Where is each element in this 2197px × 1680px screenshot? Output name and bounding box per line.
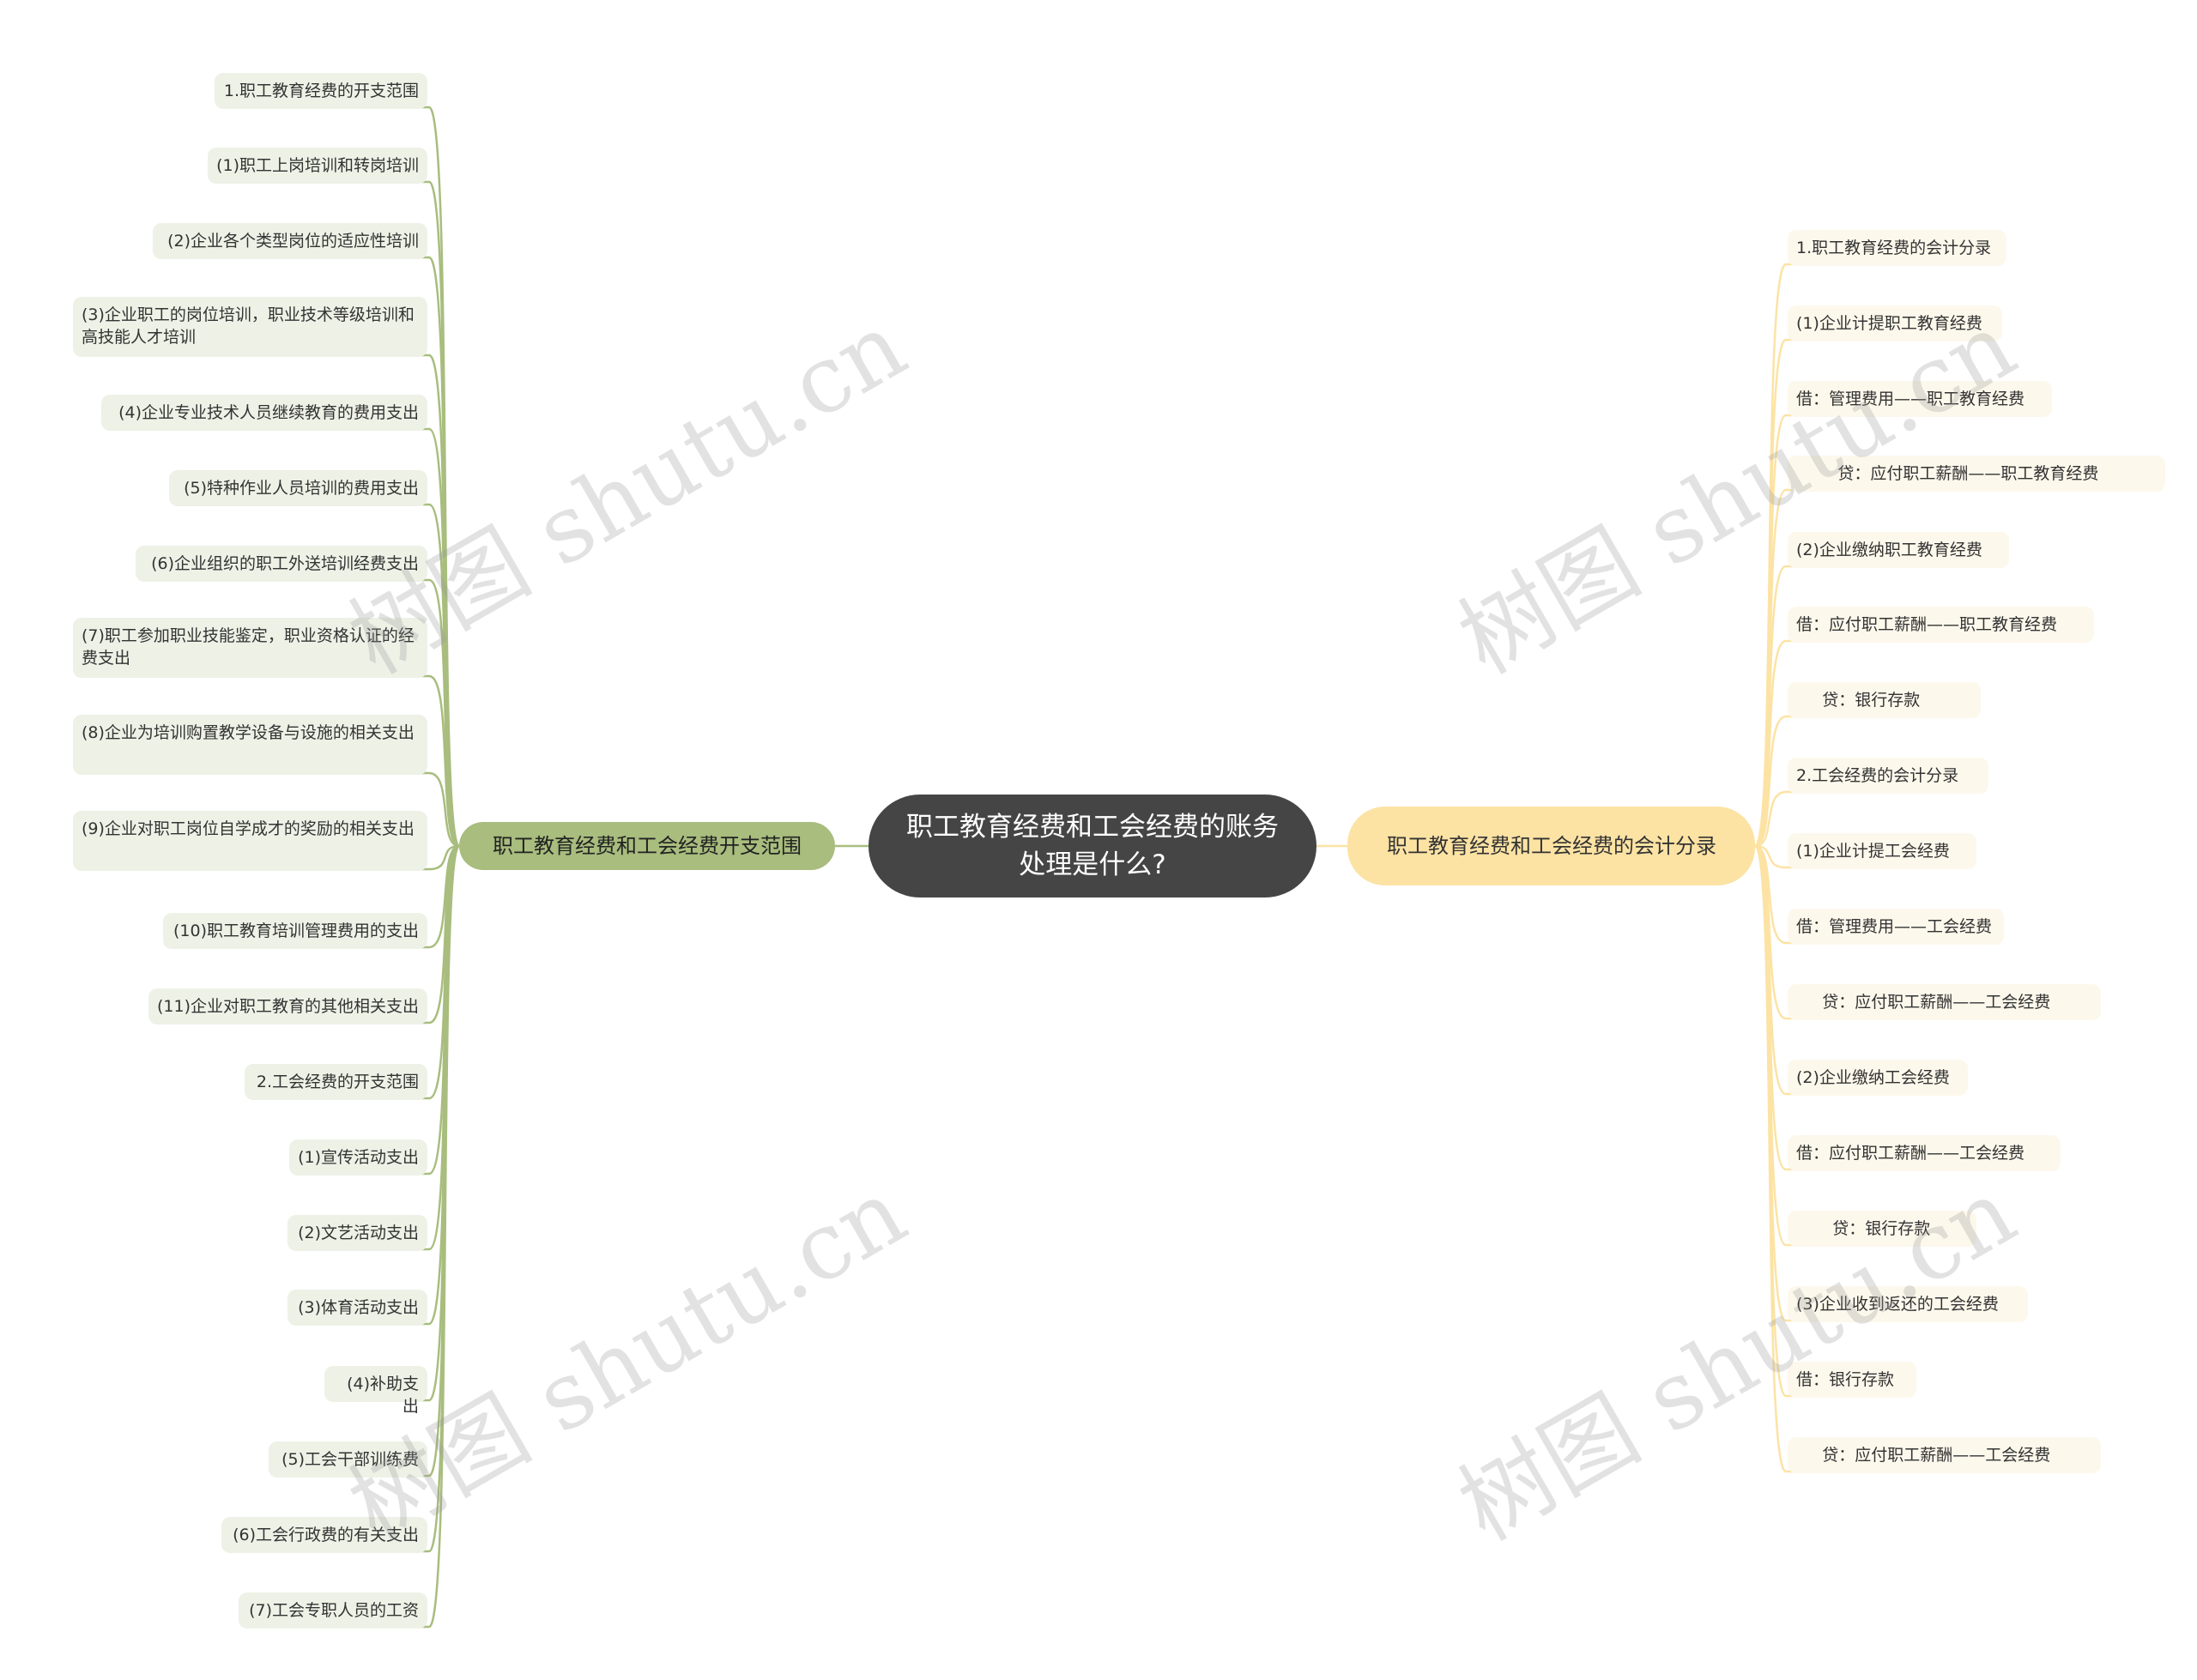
entry-leaf[interactable]: 贷：银行存款 bbox=[1788, 1211, 1976, 1247]
entry-leaf[interactable]: 借：应付职工薪酬——职工教育经费 bbox=[1788, 607, 2094, 643]
scope-leaf[interactable]: (2)文艺活动支出 bbox=[287, 1215, 427, 1251]
entry-link bbox=[1754, 844, 1970, 869]
entry-leaf[interactable]: 借：应付职工薪酬——工会经费 bbox=[1788, 1135, 2061, 1171]
entry-leaf[interactable]: (1)企业计提职工教育经费 bbox=[1788, 305, 2002, 341]
scope-leaf[interactable]: (8)企业为培训购置教学设备与设施的相关支出 bbox=[73, 715, 427, 775]
scope-leaf[interactable]: (5)特种作业人员培训的费用支出 bbox=[169, 470, 427, 506]
scope-leaf[interactable]: (6)工会行政费的有关支出 bbox=[221, 1517, 427, 1553]
scope-leaf[interactable]: (5)工会干部训练费 bbox=[269, 1441, 427, 1478]
scope-leaf[interactable]: 1.职工教育经费的开支范围 bbox=[215, 73, 427, 109]
entry-leaf[interactable]: (2)企业缴纳职工教育经费 bbox=[1788, 532, 2009, 568]
scope-leaf[interactable]: (2)企业各个类型岗位的适应性培训 bbox=[153, 223, 427, 259]
scope-link bbox=[170, 844, 460, 949]
entry-leaf[interactable]: (2)企业缴纳工会经费 bbox=[1788, 1060, 1968, 1096]
scope-link bbox=[80, 674, 460, 848]
scope-leaf[interactable]: (4)企业专业技术人员继续教育的费用支出 bbox=[101, 395, 427, 431]
scope-link bbox=[80, 771, 460, 848]
entry-link bbox=[1754, 790, 1982, 848]
scope-leaf[interactable]: 2.工会经费的开支范围 bbox=[245, 1064, 427, 1100]
entry-link bbox=[1754, 639, 2087, 848]
entry-leaf[interactable]: 贷：应付职工薪酬——工会经费 bbox=[1788, 1437, 2101, 1473]
scope-leaf[interactable]: (9)企业对职工岗位自学成才的奖励的相关支出 bbox=[73, 811, 427, 871]
scope-leaf[interactable]: (1)职工上岗培训和转岗培训 bbox=[208, 148, 427, 184]
entry-leaf[interactable]: 贷：银行存款 bbox=[1788, 682, 1981, 718]
scope-leaf[interactable]: (1)宣传活动支出 bbox=[289, 1139, 427, 1175]
entry-leaf[interactable]: (3)企业收到返还的工会经费 bbox=[1788, 1286, 2028, 1322]
entry-leaf[interactable]: 贷：应付职工薪酬——工会经费 bbox=[1788, 984, 2101, 1020]
scope-leaf[interactable]: (3)体育活动支出 bbox=[287, 1290, 427, 1326]
scope-leaf[interactable]: (7)职工参加职业技能鉴定，职业资格认证的经费支出 bbox=[73, 618, 427, 678]
root-title: 职工教育经费和工会经费的账务处理是什么? bbox=[906, 812, 1279, 880]
entry-leaf[interactable]: (1)企业计提工会经费 bbox=[1788, 833, 1976, 869]
branch-entries[interactable]: 职工教育经费和工会经费的会计分录 bbox=[1347, 807, 1755, 885]
entry-leaf[interactable]: 借：管理费用——工会经费 bbox=[1788, 909, 2004, 945]
branch-scope[interactable]: 职工教育经费和工会经费开支范围 bbox=[459, 822, 835, 870]
branch-scope-label: 职工教育经费和工会经费开支范围 bbox=[493, 834, 802, 858]
scope-link bbox=[80, 844, 460, 871]
branch-entries-label: 职工教育经费和工会经费的会计分录 bbox=[1387, 834, 1716, 858]
entry-leaf[interactable]: 借：管理费用——职工教育经费 bbox=[1788, 381, 2052, 417]
scope-link bbox=[294, 844, 461, 1251]
entry-link bbox=[1754, 844, 1961, 1096]
scope-link bbox=[245, 844, 461, 1629]
scope-leaf[interactable]: (6)企业组织的职工外送培训经费支出 bbox=[136, 546, 427, 582]
scope-link bbox=[142, 578, 460, 848]
scope-leaf[interactable]: (11)企业对职工教育的其他相关支出 bbox=[148, 988, 427, 1024]
scope-leaf[interactable]: (7)工会专职人员的工资 bbox=[239, 1592, 427, 1629]
scope-link bbox=[251, 844, 460, 1100]
scope-leaf[interactable]: (3)企业职工的岗位培训，职业技术等级培训和高技能人才培训 bbox=[73, 297, 427, 357]
entry-link bbox=[1754, 844, 1997, 945]
root-node[interactable]: 职工教育经费和工会经费的账务处理是什么? bbox=[869, 795, 1316, 897]
entry-leaf[interactable]: 2.工会经费的会计分录 bbox=[1788, 758, 1988, 794]
scope-leaf[interactable]: (4)补助支出 bbox=[324, 1366, 427, 1416]
entry-leaf[interactable]: 1.职工教育经费的会计分录 bbox=[1788, 230, 2006, 266]
entry-link bbox=[1753, 844, 1970, 1247]
entry-leaf[interactable]: 贷：应付职工薪酬——职工教育经费 bbox=[1788, 456, 2165, 492]
scope-leaf[interactable]: (10)职工教育培训管理费用的支出 bbox=[163, 913, 427, 949]
entry-link bbox=[1753, 844, 2094, 1473]
entry-leaf[interactable]: 借：银行存款 bbox=[1788, 1362, 1916, 1398]
entry-link bbox=[1754, 715, 1974, 848]
